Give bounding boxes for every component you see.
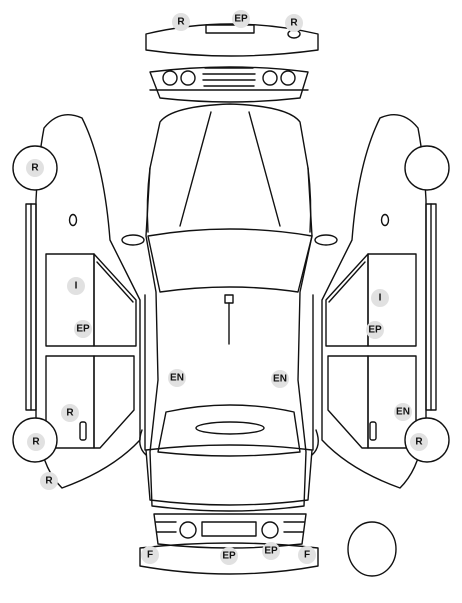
marker-label: EP [76,324,90,335]
marker-label: EP [234,14,248,25]
marker-left-rear-wheel-r[interactable]: R [27,433,45,451]
marker-left-door-ep[interactable]: EP [74,320,92,338]
marker-label: R [177,17,185,28]
spare-wheel[interactable] [347,521,397,577]
marker-label: I [75,281,78,292]
marker-right-door-i[interactable]: I [371,289,389,307]
marker-label: F [147,550,153,561]
marker-left-door-i[interactable]: I [67,277,85,295]
marker-roof-right-en[interactable]: EN [271,370,289,388]
marker-right-rear-en[interactable]: EN [394,403,412,421]
marker-rear-right-f[interactable]: F [298,546,316,564]
marker-label: EN [396,407,410,418]
marker-front-ep[interactable]: EP [232,10,250,28]
marker-label: EN [273,374,287,385]
marker-front-right-r[interactable]: R [285,14,303,32]
marker-label: EP [222,551,236,562]
front-grille[interactable] [149,66,309,103]
marker-right-rear-wheel-r[interactable]: R [410,433,428,451]
marker-front-left-r[interactable]: R [172,13,190,31]
marker-label: EP [264,546,278,557]
marker-rear-ep2[interactable]: EP [262,542,280,560]
marker-label: EP [368,325,382,336]
marker-roof-left-en[interactable]: EN [168,369,186,387]
marker-right-door-ep[interactable]: EP [366,321,384,339]
marker-label: R [290,18,298,29]
rear-bumper[interactable] [139,542,319,575]
marker-label: I [379,293,382,304]
marker-rear-left-f[interactable]: F [141,546,159,564]
marker-label: EN [170,373,184,384]
marker-left-rear-door-r[interactable]: R [61,404,79,422]
car-top-body[interactable] [121,103,338,512]
marker-label: R [415,437,423,448]
marker-left-front-wheel-r[interactable]: R [26,159,44,177]
marker-label: F [304,550,310,561]
marker-label: R [66,408,74,419]
marker-label: R [45,476,53,487]
marker-label: R [32,437,40,448]
marker-left-bottom-r[interactable]: R [40,472,58,490]
marker-rear-ep[interactable]: EP [220,547,238,565]
marker-label: R [31,163,39,174]
